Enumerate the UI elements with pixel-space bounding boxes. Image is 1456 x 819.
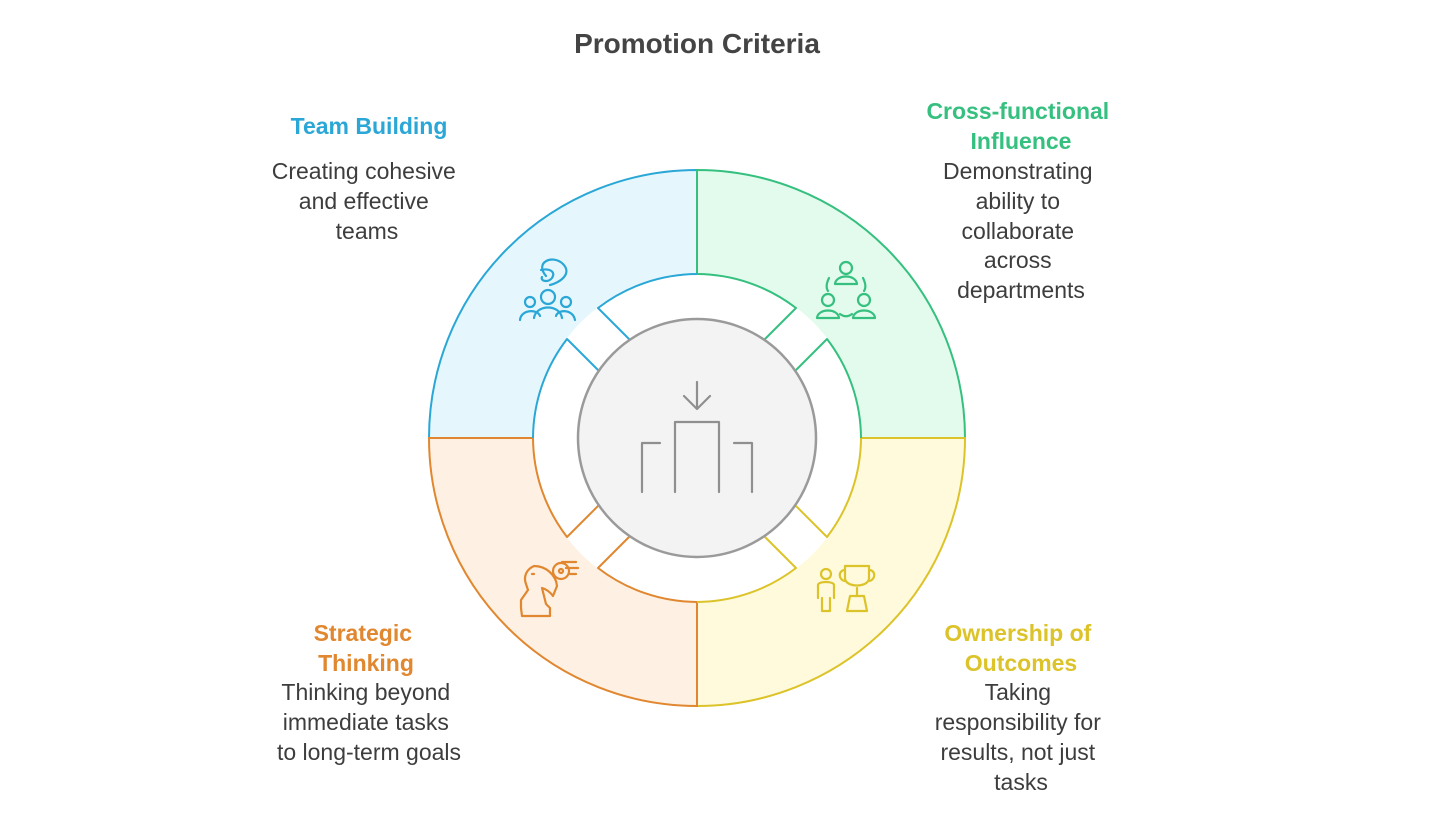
center-circle (576, 317, 818, 559)
inner-ring-borders (532, 273, 862, 603)
description-strategic-thinking: Thinking beyond immediate tasks to long-… (277, 679, 461, 765)
promotion-podium-icon (640, 380, 754, 494)
description-team-building: Creating cohesive and effective teams (272, 158, 463, 244)
diagram-title: Promotion Criteria (574, 28, 820, 59)
heading-ownership-of-outcomes: Ownership of Outcomes (944, 620, 1097, 676)
label-cross-functional-influence: Cross-functional Influence Demonstrating… (926, 98, 1115, 303)
label-ownership-of-outcomes: Ownership of Outcomes Taking responsibil… (935, 620, 1108, 795)
team-icon (518, 258, 577, 322)
description-cross-functional-influence: Demonstrating ability to collaborate acr… (943, 158, 1099, 303)
description-ownership-of-outcomes: Taking responsibility for results, not j… (935, 679, 1108, 795)
chess-knight-target-icon (519, 560, 580, 618)
heading-team-building: Team Building (291, 113, 448, 139)
heading-cross-functional-influence: Cross-functional Influence (926, 98, 1115, 154)
collaboration-network-icon (815, 260, 877, 320)
trophy-person-icon (816, 564, 876, 613)
label-team-building: Team Building Creating cohesive and effe… (272, 113, 463, 244)
label-strategic-thinking: Strategic Thinking Thinking beyond immed… (277, 620, 461, 765)
heading-strategic-thinking: Strategic Thinking (314, 620, 419, 676)
